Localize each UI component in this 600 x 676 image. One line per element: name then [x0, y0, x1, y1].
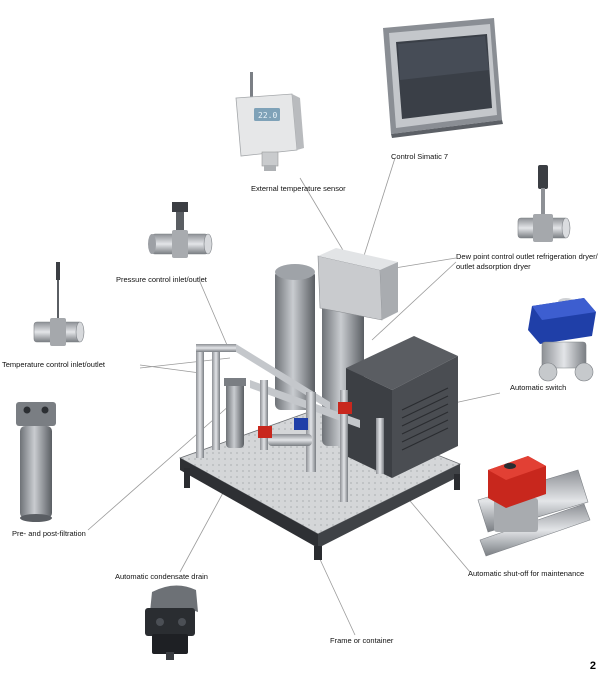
label-frame: Frame or container: [330, 636, 394, 645]
automatic-shutoff-image: [477, 456, 591, 557]
pressure-control-image: [148, 202, 213, 258]
label-condensate-drain: Automatic condensate drain: [115, 572, 208, 581]
label-dew-point-control-line2: outlet adsorption dryer: [456, 262, 531, 271]
label-automatic-switch: Automatic switch: [510, 383, 567, 392]
simatic-panel-image: [383, 18, 503, 138]
external-temperature-sensor-image: 22.0: [235, 72, 304, 171]
label-temperature-control: Temperature control inlet/outlet: [2, 360, 105, 369]
label-pressure-control: Pressure control inlet/outlet: [116, 275, 207, 284]
dryer-skid-assembly: [179, 248, 461, 560]
filter-housing-image: [16, 402, 56, 522]
vent-grille: [401, 387, 449, 451]
leader-lines: [87, 157, 501, 636]
label-filtration: Pre- and post-filtration: [12, 529, 86, 538]
sensor-display-value: 22.0: [258, 111, 277, 120]
dew-point-sensor-image: [517, 165, 571, 242]
label-dew-point-control-line1: Dew point control outlet refrigeration d…: [456, 252, 598, 261]
page-number: 2: [589, 660, 596, 672]
condensate-drain-image: [145, 585, 198, 660]
temperature-control-image: [33, 262, 85, 346]
label-control-simatic: Control Simatic 7: [391, 152, 449, 161]
automatic-switch-image: [528, 298, 596, 382]
label-external-temperature-sensor: External temperature sensor: [251, 184, 346, 193]
label-automatic-shutoff: Automatic shut-off for maintenance: [468, 569, 585, 578]
